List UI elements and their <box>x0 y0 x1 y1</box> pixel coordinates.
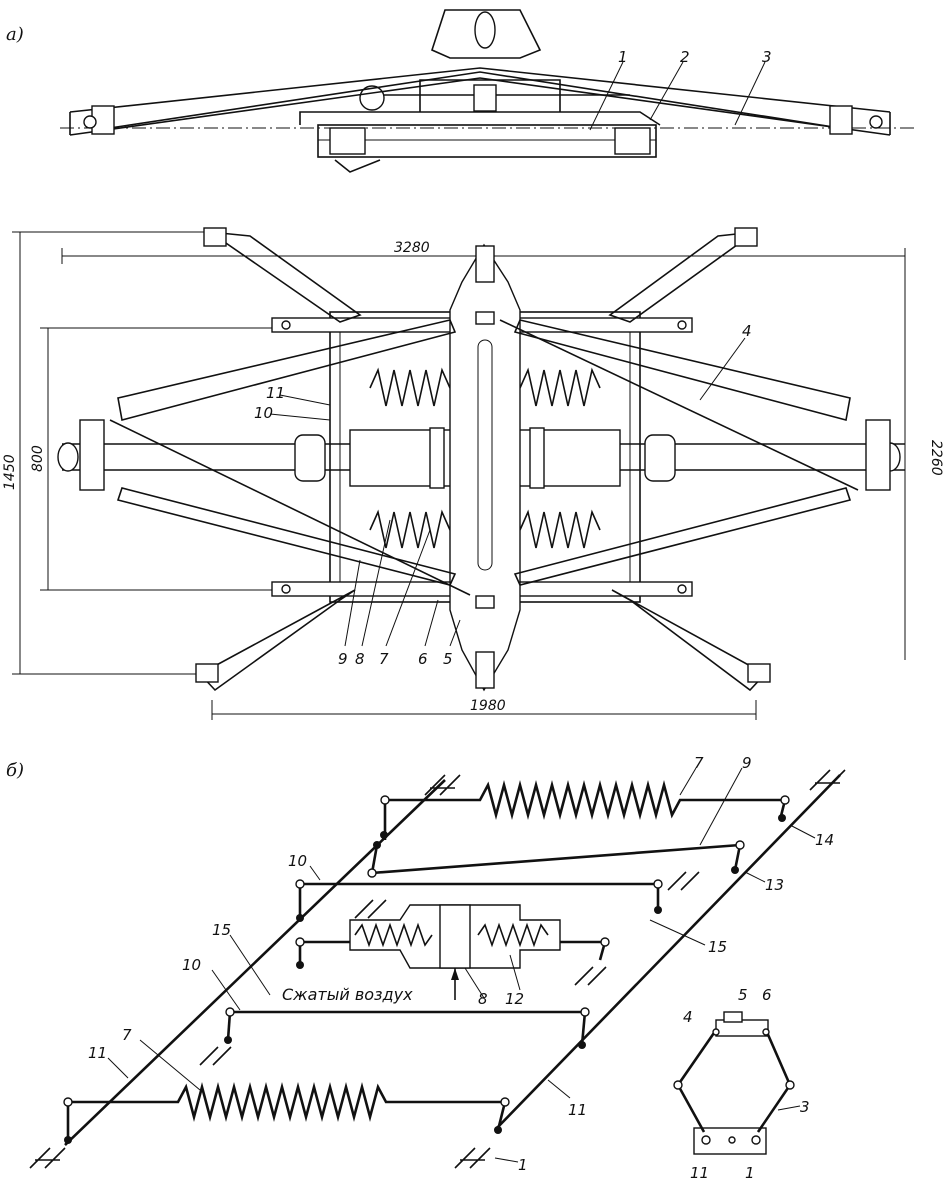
label-a-1: 1 <box>618 48 628 66</box>
label-plan-4: 4 <box>742 322 752 340</box>
label-plan-8: 8 <box>355 650 365 668</box>
compressed-air-caption: Сжатый воздух <box>282 985 413 1004</box>
label-b-8: 8 <box>478 990 488 1008</box>
dim-1980: 1980 <box>470 698 506 714</box>
panel-label-a: а) <box>6 24 24 45</box>
inset-linkage: 4 5 6 3 11 1 <box>673 986 810 1182</box>
label-b-10-low: 10 <box>182 956 201 974</box>
kinematic-scheme: Сжатый воздух 7 9 14 13 10 15 15 10 <box>29 754 846 1174</box>
plan-view: 3280 1980 1450 800 2260 <box>2 227 943 720</box>
dim-3280: 3280 <box>394 240 430 256</box>
label-a-2: 2 <box>680 48 690 66</box>
dim-2260: 2260 <box>928 440 943 476</box>
label-b-13: 13 <box>765 876 784 894</box>
dim-800: 800 <box>30 445 46 472</box>
label-plan-7: 7 <box>379 650 389 668</box>
label-b-15-right: 15 <box>708 938 727 956</box>
label-plan-9: 9 <box>338 650 348 668</box>
label-plan-10: 10 <box>254 404 273 422</box>
inset-label-4: 4 <box>683 1008 693 1026</box>
label-b-15-left: 15 <box>212 921 231 939</box>
label-a-3: 3 <box>762 48 772 66</box>
panel-label-b: б) <box>6 760 24 781</box>
inset-label-3: 3 <box>800 1098 810 1116</box>
label-b-11-left: 11 <box>88 1044 107 1062</box>
label-b-14: 14 <box>815 831 834 849</box>
inset-label-11: 11 <box>690 1164 709 1182</box>
side-view: 1 2 3 <box>60 9 915 173</box>
label-b-1: 1 <box>518 1156 528 1174</box>
inset-label-1: 1 <box>745 1164 755 1182</box>
label-b-10-top: 10 <box>288 852 307 870</box>
label-b-7-top: 7 <box>694 754 704 772</box>
inset-label-5: 5 <box>738 986 748 1004</box>
dim-1450: 1450 <box>2 454 18 490</box>
label-b-7-low: 7 <box>122 1026 132 1044</box>
label-b-11-right: 11 <box>568 1101 587 1119</box>
label-plan-11: 11 <box>266 384 285 402</box>
label-b-12: 12 <box>505 990 524 1008</box>
label-b-9: 9 <box>742 754 752 772</box>
label-plan-6: 6 <box>418 650 428 668</box>
inset-label-6: 6 <box>762 986 772 1004</box>
label-plan-5: 5 <box>443 650 453 668</box>
